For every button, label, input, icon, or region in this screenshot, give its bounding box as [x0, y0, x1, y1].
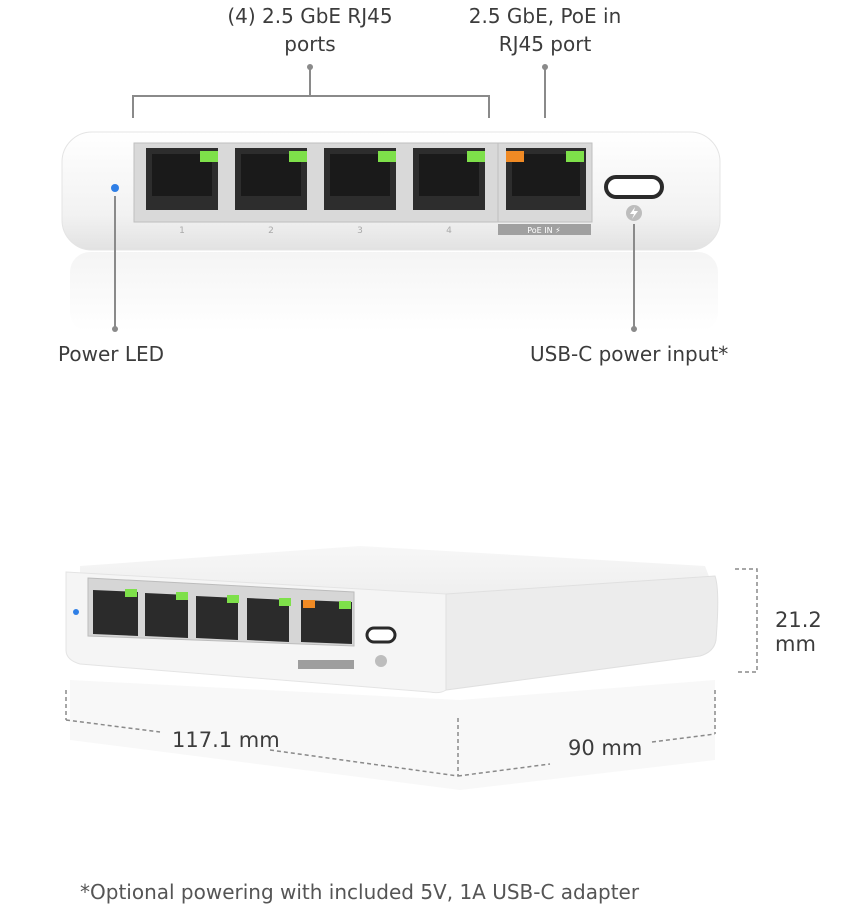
power-led [111, 184, 119, 192]
port-number-3: 3 [357, 226, 363, 236]
rj45-port-poe [506, 148, 586, 210]
dimension-depth: 90 mm [568, 736, 643, 760]
rj45-port-3 [324, 148, 396, 210]
callout-2-5gbe-ports: (4) 2.5 GbE RJ45 ports [227, 4, 393, 56]
rj45-port-2 [235, 148, 307, 210]
dimension-width: 117.1 mm [172, 728, 280, 752]
port-number-2: 2 [268, 226, 274, 236]
port-number-1: 1 [179, 226, 185, 236]
front-view-device: 1 2 3 4 PoE IN ⚡ [61, 131, 721, 332]
callout-poe-in-port: 2.5 GbE, PoE in RJ45 port [468, 4, 622, 56]
callout-power-led: Power LED [58, 342, 165, 366]
poe-label: PoE IN ⚡ [527, 226, 561, 235]
callout-lines [114, 68, 635, 328]
dimension-height: 21.2 mm [775, 608, 822, 656]
callout-usbc-power: USB-C power input* [530, 342, 729, 366]
usbc-port [604, 175, 664, 199]
perspective-view-device [65, 546, 719, 790]
dimension-lines [65, 568, 758, 777]
footnote: *Optional powering with included 5V, 1A … [80, 880, 640, 904]
port-number-4: 4 [446, 226, 452, 236]
rj45-port-4 [413, 148, 485, 210]
rj45-port-1 [146, 148, 218, 210]
